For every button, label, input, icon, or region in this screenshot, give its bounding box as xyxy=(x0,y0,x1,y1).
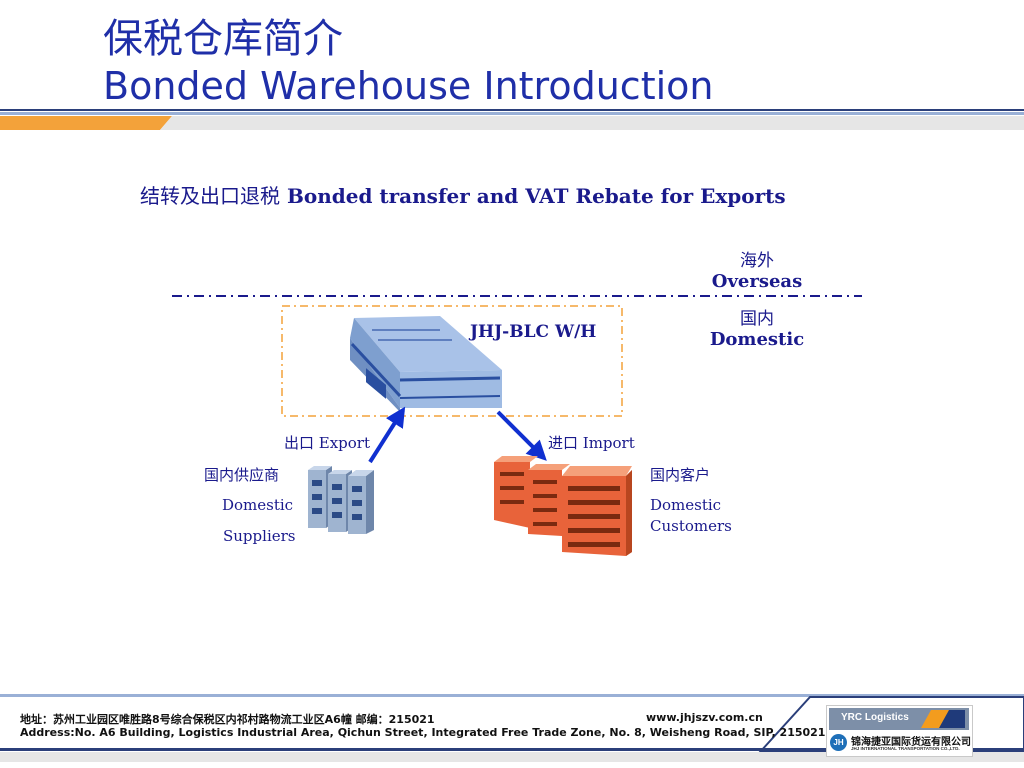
warehouse-icon xyxy=(350,316,502,412)
domestic-en: Domestic xyxy=(709,329,805,350)
suppliers-cn: 国内供应商 xyxy=(204,466,280,484)
logo-company-en: JHJ INTERNATIONAL TRANSPORTATION CO.,LTD… xyxy=(851,746,960,751)
logo-flag-icon xyxy=(921,710,965,728)
yrc-logo-icon: YRC Logistics JH 锦海捷亚国际货运有限公司 JHJ INTERN… xyxy=(826,705,973,757)
logo-company-cn: 锦海捷亚国际货运有限公司 xyxy=(851,737,971,748)
header-bar xyxy=(0,109,1024,130)
supplier-buildings-icon xyxy=(308,466,374,534)
overseas-cn: 海外 xyxy=(740,251,774,271)
slide-title-en: Bonded Warehouse Introduction xyxy=(103,64,714,108)
customers-cn: 国内客户 xyxy=(650,466,711,484)
bonded-zone-box xyxy=(281,305,623,417)
subtitle-cn: 结转及出口退税 xyxy=(140,184,280,208)
jhj-circle-icon: JH xyxy=(830,734,847,751)
logo-top-text: YRC Logistics xyxy=(841,712,909,723)
overseas-label: 海外 Overseas xyxy=(700,246,814,292)
footer-address-cn: 地址：苏州工业园区唯胜路8号综合保税区内祁村路物流工业区A6幢 邮编：21502… xyxy=(20,713,435,726)
slide-title-cn: 保税仓库简介 xyxy=(103,16,343,62)
export-arrow xyxy=(368,406,406,464)
diagram-subtitle: 结转及出口退税 Bonded transfer and VAT Rebate f… xyxy=(140,180,786,209)
warehouse-label: JHJ-BLC W/H xyxy=(470,322,597,342)
diagram-canvas xyxy=(172,295,862,556)
suppliers-en-2: Suppliers xyxy=(223,527,296,545)
overseas-en: Overseas xyxy=(711,271,803,292)
import-arrow xyxy=(496,410,547,461)
customer-buildings-icon xyxy=(494,456,632,556)
customers-en-1: Domestic xyxy=(650,496,722,514)
export-label: 出口 Export xyxy=(284,434,371,452)
import-label: 进口 Import xyxy=(548,434,635,452)
suppliers-en-1: Domestic xyxy=(222,496,294,514)
footer-address-en: Address:No. A6 Building, Logistics Indus… xyxy=(20,726,869,739)
logo-banner: YRC Logistics xyxy=(829,708,969,730)
footer-website[interactable]: www.jhjszv.com.cn xyxy=(646,711,763,724)
domestic-cn: 国内 xyxy=(740,309,774,329)
customers-en-2: Customers xyxy=(650,517,732,535)
subtitle-en: Bonded transfer and VAT Rebate for Expor… xyxy=(286,184,786,208)
domestic-label: 国内 Domestic xyxy=(700,304,814,350)
